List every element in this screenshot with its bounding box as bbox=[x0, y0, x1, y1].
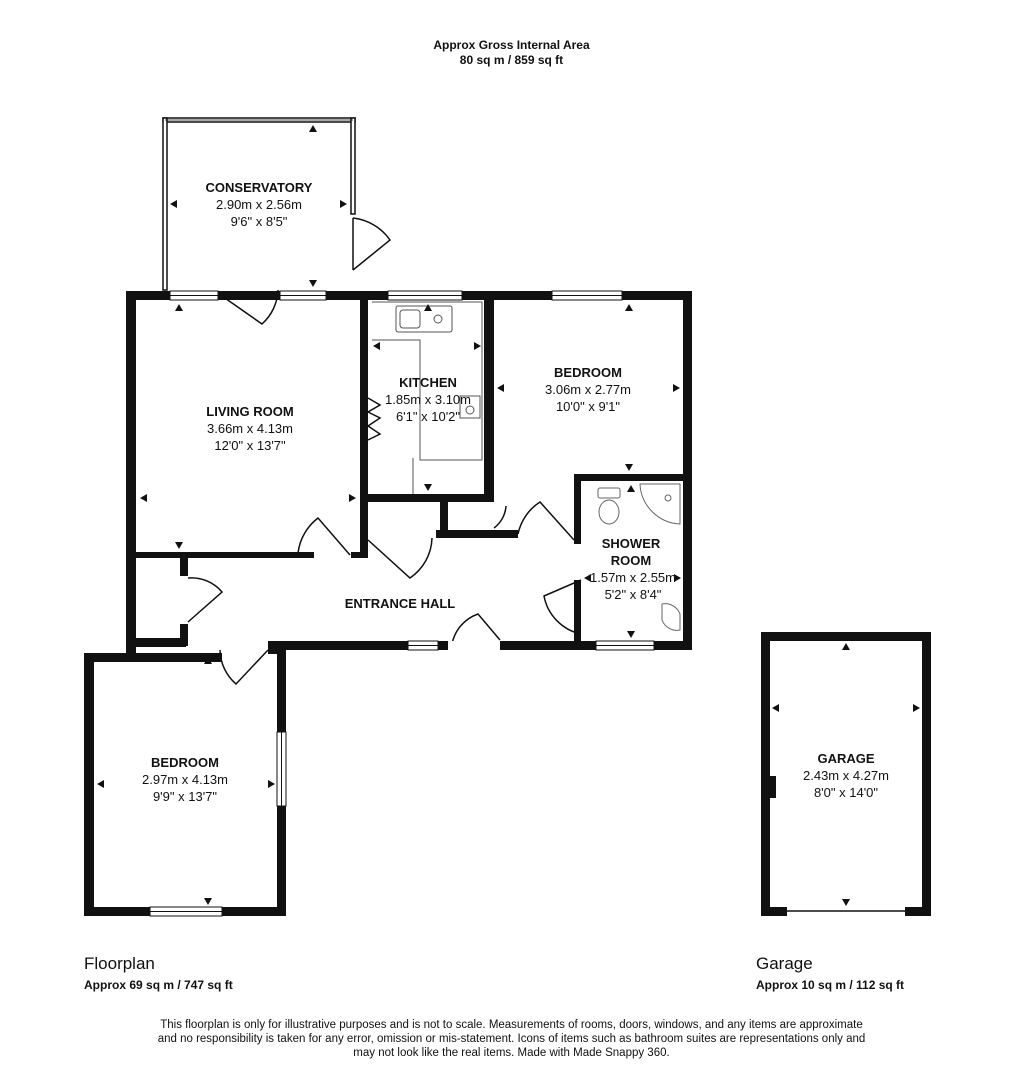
top-windows bbox=[169, 290, 623, 301]
kitchen-walls bbox=[362, 296, 518, 538]
entrance-door-gap bbox=[448, 641, 500, 650]
shower-room-label: SHOWER ROOM 1.57m x 2.55m 5'2" x 8'4" bbox=[590, 536, 676, 602]
garage-name: GARAGE bbox=[817, 751, 874, 766]
disclaimer-line-1: This floorplan is only for illustrative … bbox=[160, 1019, 863, 1031]
kitchen-counter bbox=[372, 301, 483, 494]
kitchen-name: KITCHEN bbox=[399, 375, 457, 390]
kitchen-label: KITCHEN 1.85m x 3.10m 6'1" x 10'2" bbox=[385, 375, 471, 424]
bedroom-2-name: BEDROOM bbox=[151, 755, 219, 770]
hall-doors bbox=[187, 537, 501, 686]
garage-plan-label: Garage bbox=[756, 954, 813, 973]
disclaimer-line-2: and no responsibility is taken for any e… bbox=[157, 1033, 866, 1045]
conservatory-metric: 2.90m x 2.56m bbox=[216, 197, 302, 212]
bedroom-2-metric: 2.97m x 4.13m bbox=[142, 772, 228, 787]
living-room-label: LIVING ROOM 3.66m x 4.13m 12'0" x 13'7" bbox=[206, 404, 293, 453]
shower-room-name-2: ROOM bbox=[611, 553, 651, 568]
shower-room-name-1: SHOWER bbox=[602, 536, 661, 551]
shower-room-door bbox=[543, 579, 582, 635]
conservatory-name: CONSERVATORY bbox=[206, 180, 313, 195]
bedroom-2-windows bbox=[149, 731, 287, 917]
kitchen-imperial: 6'1" x 10'2" bbox=[396, 409, 460, 424]
shower-fittings bbox=[597, 483, 681, 631]
shower-room-imperial: 5'2" x 8'4" bbox=[605, 587, 662, 602]
living-room-door bbox=[297, 516, 351, 556]
bedroom-1-name: BEDROOM bbox=[554, 365, 622, 380]
living-room-walls bbox=[136, 296, 368, 558]
living-room-imperial: 12'0" x 13'7" bbox=[214, 438, 286, 453]
dimension-arrows bbox=[97, 125, 920, 906]
garage-imperial: 8'0" x 14'0" bbox=[814, 785, 878, 800]
living-room-name: LIVING ROOM bbox=[206, 404, 293, 419]
floorplan-label: Floorplan bbox=[84, 954, 155, 973]
bedroom-1-door bbox=[493, 501, 575, 541]
conservatory-walls bbox=[162, 117, 356, 291]
disclaimer-line-3: may not look like the real items. Made w… bbox=[353, 1047, 670, 1059]
entrance-hall-walls bbox=[180, 558, 188, 646]
floorplan-area: Approx 69 sq m / 747 sq ft bbox=[84, 978, 233, 992]
garage-walls bbox=[761, 632, 931, 916]
bedroom-2-imperial: 9'9" x 13'7" bbox=[153, 789, 217, 804]
shower-room-metric: 1.57m x 2.55m bbox=[590, 570, 676, 585]
conservatory-imperial: 9'6" x 8'5" bbox=[231, 214, 288, 229]
kitchen-metric: 1.85m x 3.10m bbox=[385, 392, 471, 407]
living-room-metric: 3.66m x 4.13m bbox=[207, 421, 293, 436]
entrance-hall-name: ENTRANCE HALL bbox=[345, 596, 456, 611]
disclaimer: This floorplan is only for illustrative … bbox=[120, 1018, 903, 1060]
bedroom-2-label: BEDROOM 2.97m x 4.13m 9'9" x 13'7" bbox=[142, 755, 228, 804]
header-area: 80 sq m / 859 sq ft bbox=[459, 53, 564, 67]
garage-label: GARAGE 2.43m x 4.27m 8'0" x 14'0" bbox=[803, 751, 889, 800]
header-title: Approx Gross Internal Area bbox=[433, 38, 590, 52]
garage-metric: 2.43m x 4.27m bbox=[803, 768, 889, 783]
living-room-top-door bbox=[221, 289, 279, 325]
conservatory-label: CONSERVATORY 2.90m x 2.56m 9'6" x 8'5" bbox=[206, 180, 313, 229]
bedroom-1-walls bbox=[574, 474, 692, 642]
bedroom-1-metric: 3.06m x 2.77m bbox=[545, 382, 631, 397]
conservatory-door bbox=[352, 217, 392, 271]
kitchen-sink bbox=[395, 305, 453, 333]
garage-plan-area: Approx 10 sq m / 112 sq ft bbox=[756, 978, 905, 992]
kitchen-hob bbox=[459, 395, 481, 419]
bottom-windows bbox=[407, 640, 655, 651]
bedroom-1-imperial: 10'0" x 9'1" bbox=[556, 399, 620, 414]
kitchen-folding-door bbox=[366, 397, 382, 441]
bedroom-1-label: BEDROOM 3.06m x 2.77m 10'0" x 9'1" bbox=[545, 365, 631, 414]
entrance-hall-label: ENTRANCE HALL bbox=[345, 596, 456, 611]
